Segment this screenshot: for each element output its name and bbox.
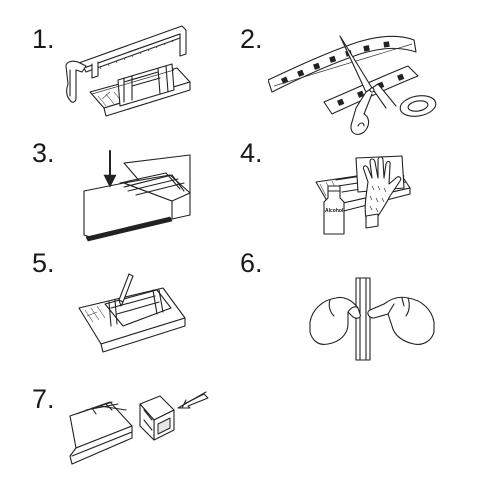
led-strip-icon — [268, 35, 419, 115]
step-5-illustration — [75, 268, 195, 360]
step-6-number: 6. — [240, 248, 263, 278]
end-cap-icon — [139, 395, 175, 441]
hands-pressing-icon — [309, 296, 435, 345]
step-2-number: 2. — [240, 24, 263, 54]
hacksaw-icon — [65, 25, 187, 103]
arrow-icon — [177, 391, 209, 409]
step-3-number: 3. — [32, 138, 55, 168]
pen-icon — [118, 273, 134, 307]
step-7-number: 7. — [32, 384, 55, 414]
aluminium-profile-icon — [89, 63, 191, 117]
step-1-illustration — [62, 20, 202, 130]
diffuser-cover-icon — [355, 277, 371, 361]
aluminium-profile-icon — [78, 287, 186, 353]
step-5-number: 5. — [32, 248, 55, 278]
alcohol-bottle-icon: Alcohol — [323, 185, 345, 235]
step-4-illustration: Alcohol — [312, 152, 412, 242]
gloved-hand-icon — [355, 155, 405, 229]
step-1-number: 1. — [32, 24, 55, 54]
aluminium-profile-icon — [119, 172, 185, 196]
step-2-illustration — [268, 22, 438, 142]
step-3-illustration — [80, 145, 200, 255]
scissors-icon — [339, 35, 437, 135]
aluminium-profile-icon — [69, 401, 133, 465]
adhesive-tape-icon — [85, 216, 173, 242]
step-4-number: 4. — [240, 138, 263, 168]
bottle-label: Alcohol — [325, 208, 344, 214]
arrow-down-icon — [103, 150, 117, 188]
step-7-illustration — [66, 386, 216, 472]
step-6-illustration — [308, 276, 438, 366]
